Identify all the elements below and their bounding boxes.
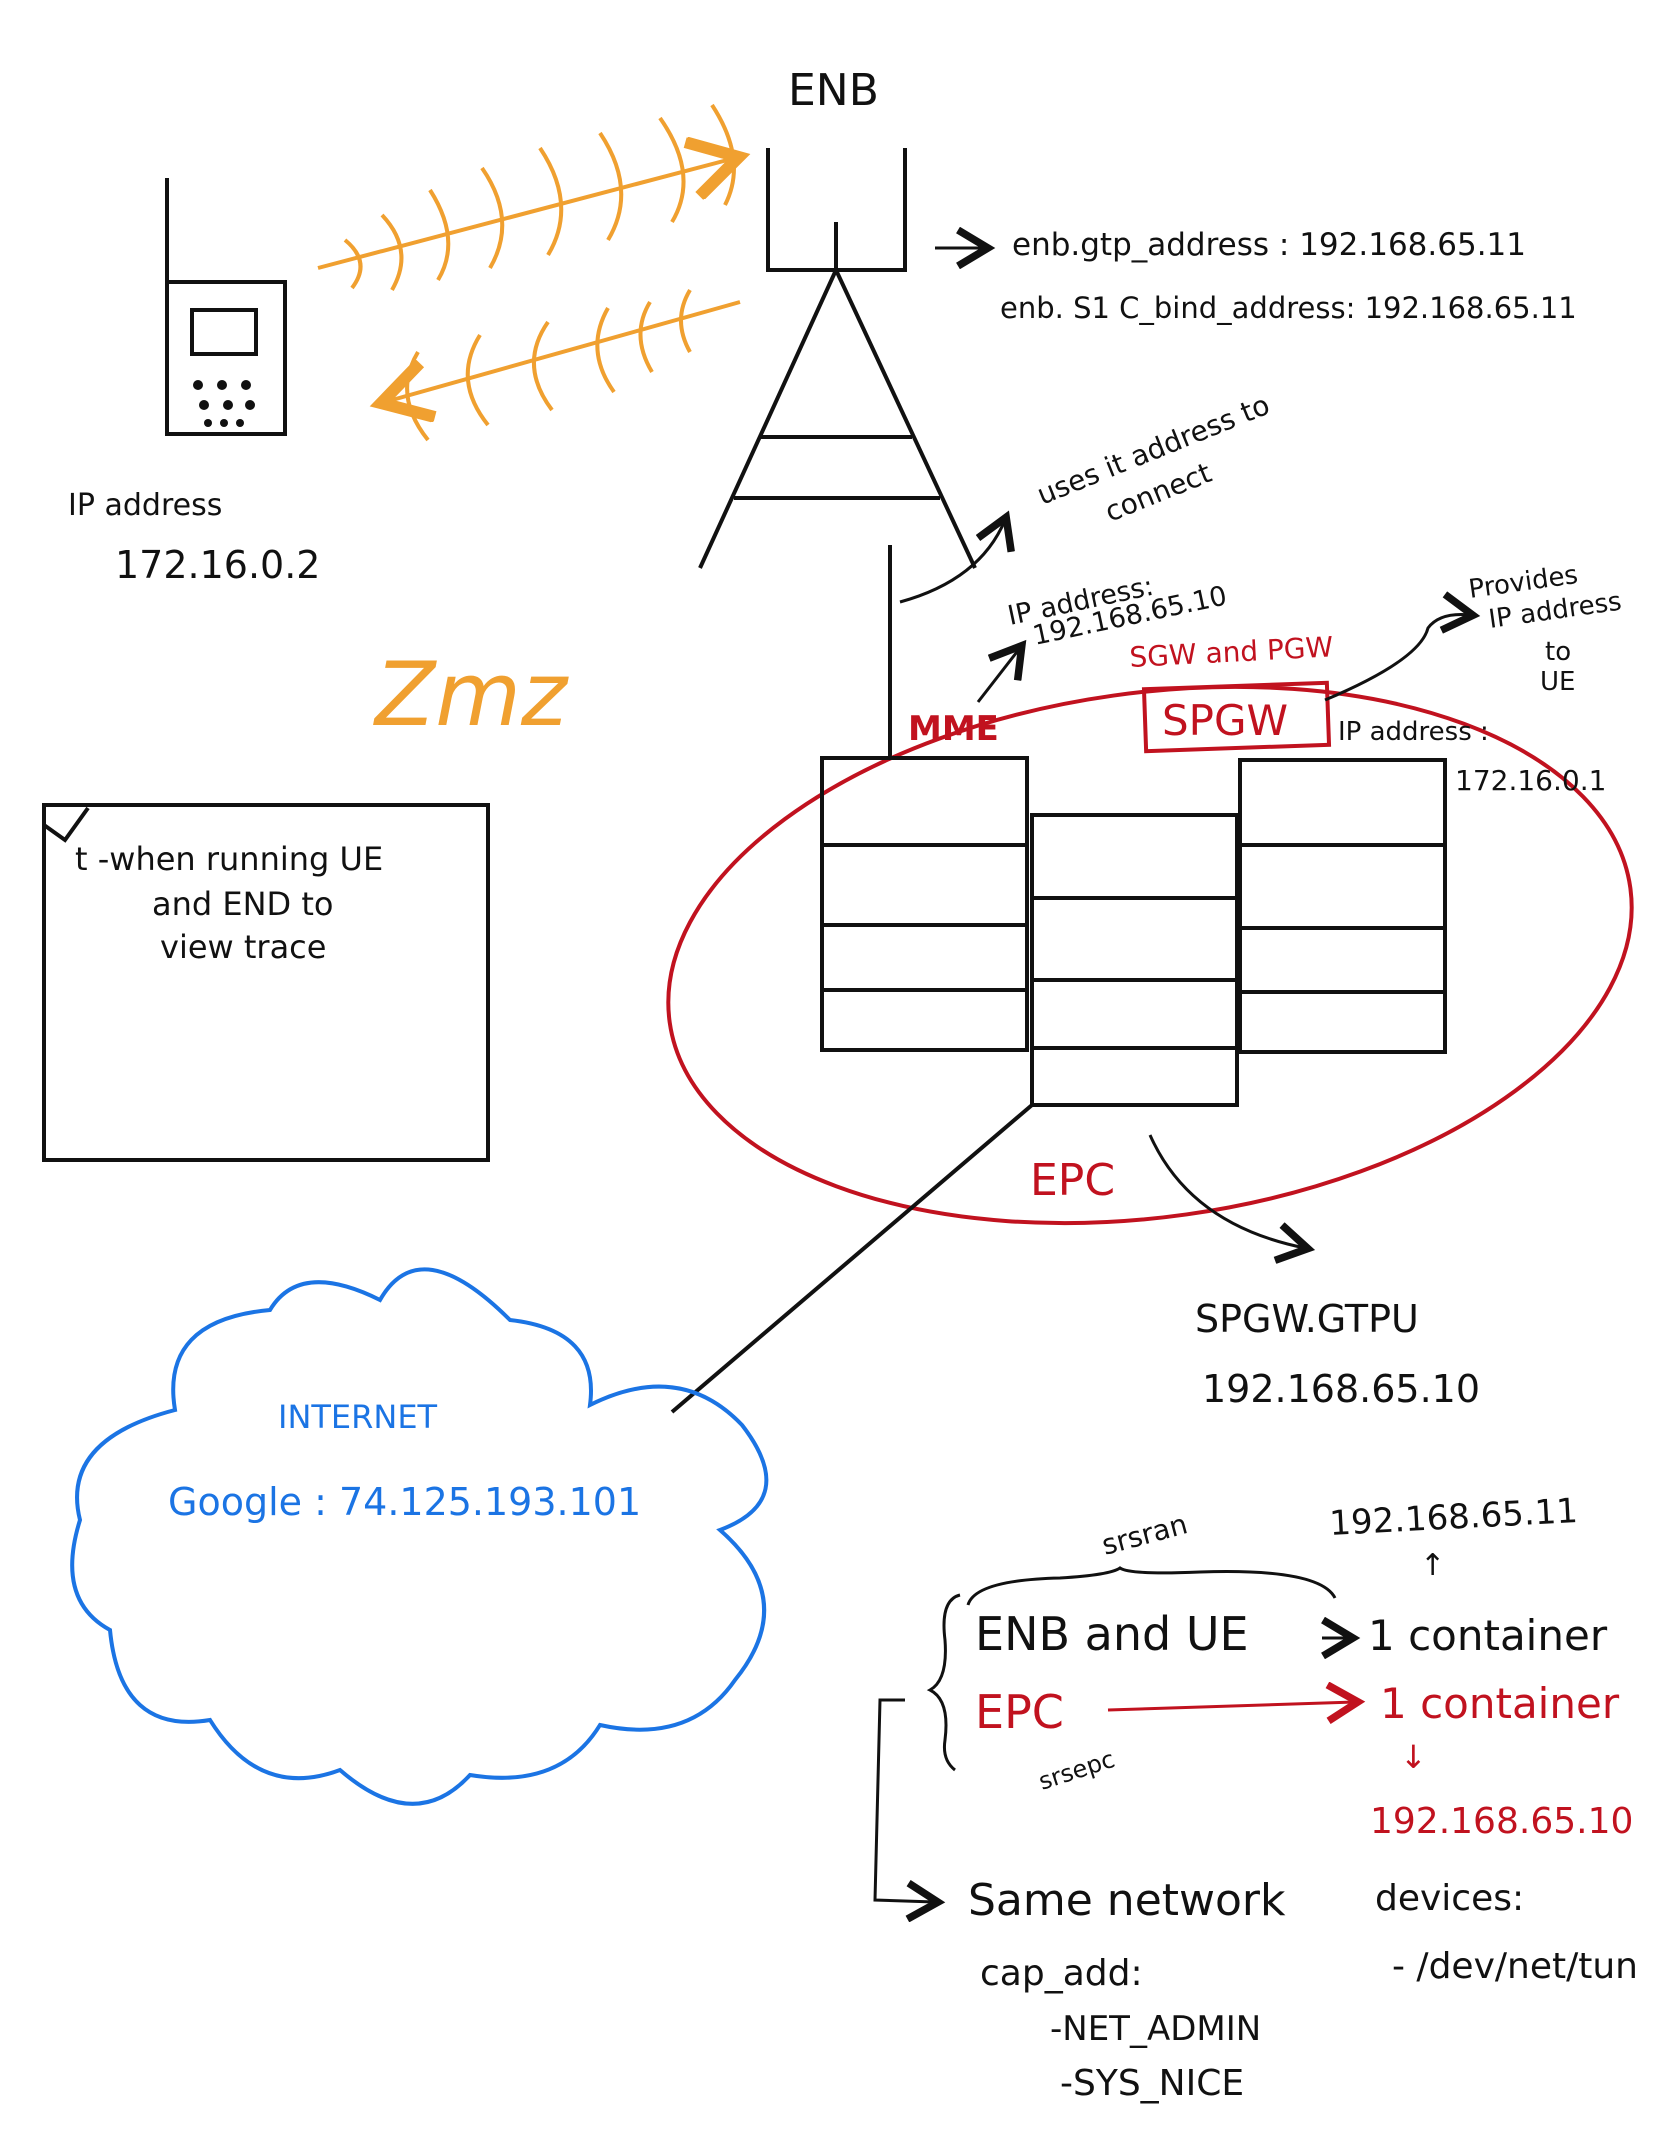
- enb-tower-icon: [698, 148, 977, 760]
- spgw-ip-line2: 172.16.0.1: [1455, 764, 1606, 797]
- spgw-gtpu-arrow: [1148, 1134, 1305, 1248]
- container-ip-top: 192.168.65.11: [1328, 1491, 1579, 1544]
- mme-label: MME: [908, 709, 999, 749]
- cap-add-label: cap_add:: [980, 1953, 1143, 1994]
- note-line-2: and END to: [152, 885, 333, 923]
- same-network-label: Same network: [968, 1875, 1286, 1926]
- uses-ip-arrow: [899, 520, 1005, 604]
- up-arrow-icon: ↑: [1420, 1548, 1445, 1583]
- spgw-server-stack: [1238, 758, 1447, 1054]
- spgw-ip-line1: IP address :: [1338, 717, 1489, 747]
- mme-server-stack: [820, 756, 1029, 1052]
- downlink-signal: [385, 288, 741, 442]
- dev-tun-label: - /dev/net/tun: [1392, 1946, 1638, 1987]
- enb-title: ENB: [788, 65, 879, 116]
- container-ip-bottom: 192.168.65.10: [1370, 1801, 1633, 1842]
- sgw-pgw-label: SGW and PGW: [1129, 630, 1334, 674]
- spgw-gtpu-line1: SPGW.GTPU: [1195, 1297, 1419, 1341]
- scribble-text: Zmz: [373, 643, 569, 746]
- enb-gtp-address: enb.gtp_address : 192.168.65.11: [1012, 227, 1526, 263]
- google-ip: Google : 74.125.193.101: [168, 1480, 641, 1524]
- net-admin-label: -NET_ADMIN: [1050, 2009, 1261, 2049]
- epc-internet-link: [670, 1103, 1034, 1414]
- spgw-gtpu-line2: 192.168.65.10: [1202, 1367, 1480, 1411]
- container-2-label: 1 container: [1380, 1679, 1620, 1728]
- hss-server-stack: [1030, 813, 1239, 1107]
- container-1-label: 1 container: [1368, 1611, 1608, 1660]
- devices-label: devices:: [1375, 1878, 1524, 1919]
- phone-icon: [165, 178, 287, 436]
- internet-cloud: [70, 1267, 769, 1806]
- provides-line3: to: [1545, 637, 1571, 667]
- note-line-1: t -when running UE: [75, 840, 383, 878]
- enb-ue-label: ENB and UE: [975, 1607, 1249, 1661]
- note-box: [42, 803, 490, 1162]
- ue-ip-label: IP address: [68, 488, 222, 523]
- uplink-signal: [317, 103, 735, 291]
- group-brace: [926, 1593, 961, 1772]
- epc-container-label: EPC: [975, 1685, 1064, 1739]
- note-line-3: view trace: [160, 928, 326, 966]
- spgw-label: SPGW: [1162, 696, 1288, 745]
- srsran-label: srsran: [1098, 1507, 1191, 1561]
- epc-boundary: [666, 684, 1634, 1226]
- internet-title: INTERNET: [278, 1398, 438, 1436]
- srsepc-label: srsepc: [1035, 1745, 1118, 1796]
- spgw-box: [1141, 680, 1332, 754]
- provides-arrow: [1324, 615, 1470, 702]
- same-network-bracket: [873, 1698, 935, 1902]
- enb-ue-brace: [966, 1566, 1337, 1606]
- enb-s1c-bind-address: enb. S1 C_bind_address: 192.168.65.11: [1000, 291, 1577, 325]
- epc-label: EPC: [1030, 1155, 1115, 1206]
- provides-line4: UE: [1540, 667, 1575, 697]
- sys-nice-label: -SYS_NICE: [1060, 2063, 1244, 2104]
- ue-ip-value: 172.16.0.2: [115, 543, 320, 587]
- mme-ip-arrow: [976, 648, 1020, 703]
- down-arrow-icon: ↓: [1400, 1738, 1427, 1776]
- epc-container-arrow: [1107, 1702, 1355, 1710]
